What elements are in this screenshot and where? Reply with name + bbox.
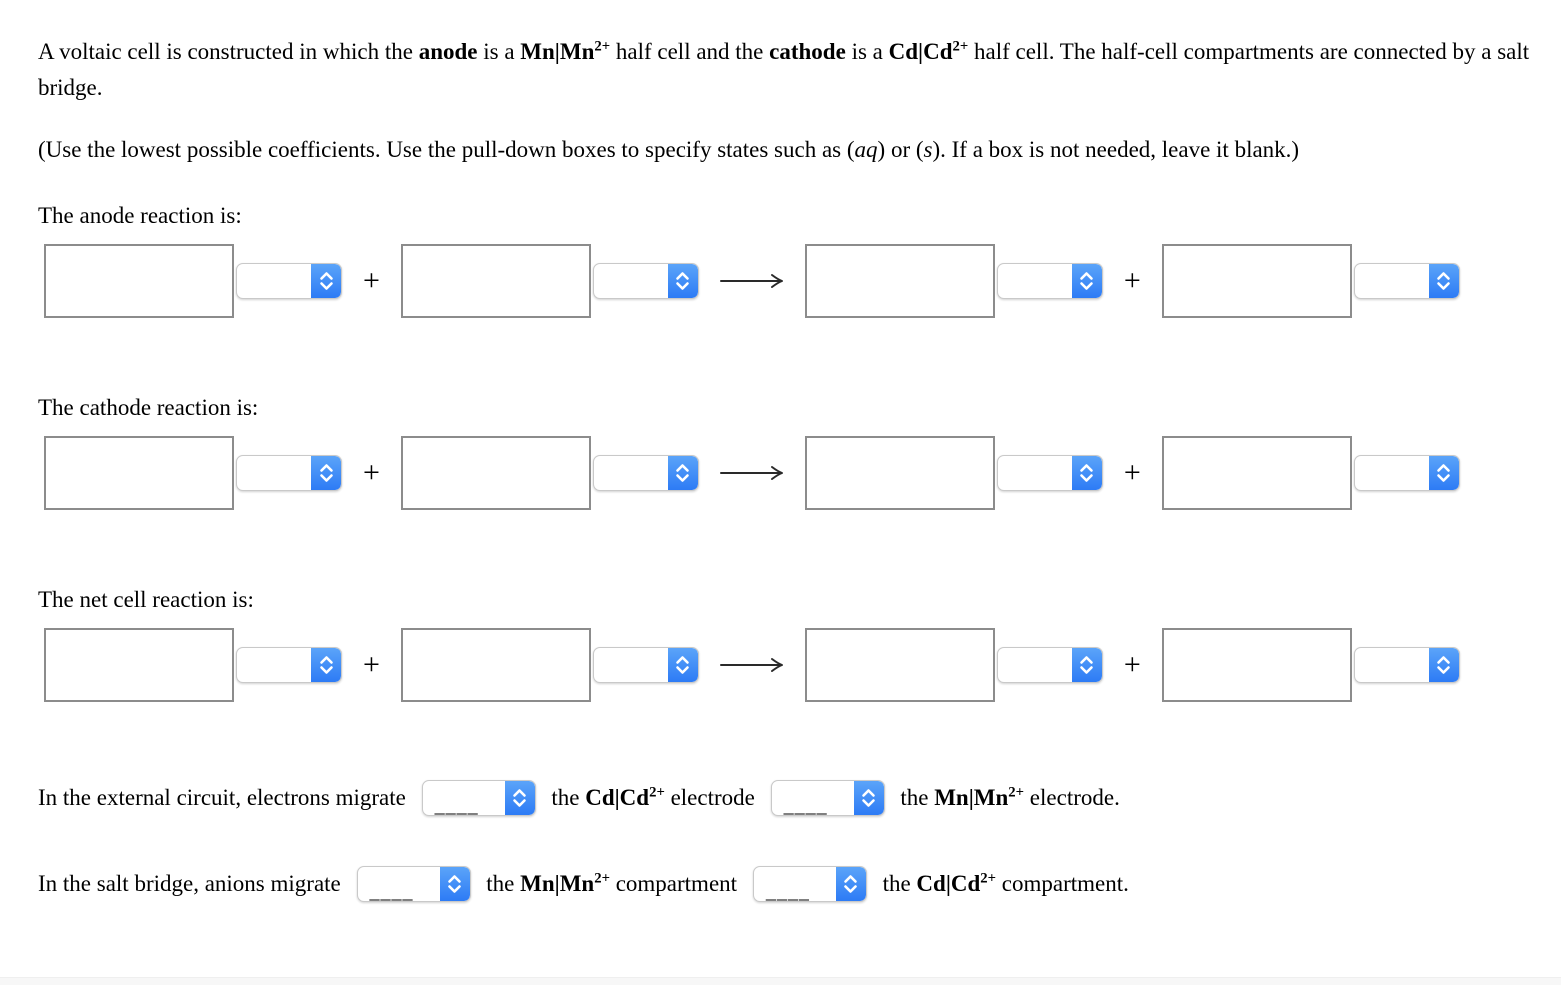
select-value: [998, 648, 1072, 682]
plus-sign: +: [1123, 456, 1141, 489]
select-value: [594, 648, 668, 682]
select-value: ____: [765, 880, 810, 901]
cathode-product1-input[interactable]: [804, 436, 995, 510]
sentence-text: In the external circuit, electrons migra…: [38, 785, 406, 810]
anode-product2-state-select[interactable]: [1353, 263, 1460, 299]
select-value: [594, 456, 668, 490]
net-product1-state-select[interactable]: [996, 647, 1103, 683]
question-page: A voltaic cell is constructed in which t…: [38, 38, 1537, 904]
electrons-direction-select-1[interactable]: ____: [421, 779, 536, 816]
cathode-reaction-row: + +: [44, 436, 1537, 510]
stepper-chevrons-icon: [667, 648, 698, 682]
net-reactant2-input[interactable]: [400, 628, 591, 702]
select-value: ____: [369, 880, 414, 901]
anode-reaction-label: The anode reaction is:: [38, 203, 242, 228]
select-value: [998, 456, 1072, 490]
bottom-divider-strip: [0, 977, 1561, 985]
reaction-arrow-icon: [719, 657, 784, 673]
sentence-text: the Mn|Mn2+ compartment: [486, 870, 738, 896]
anode-product1-input[interactable]: [804, 244, 995, 318]
cathode-product2-state-select[interactable]: [1353, 455, 1460, 491]
select-value: [998, 264, 1072, 298]
select-value: [594, 264, 668, 298]
anode-reactant2-input[interactable]: [400, 244, 591, 318]
anions-direction-select-1[interactable]: ____: [356, 865, 471, 902]
reaction-arrow-icon: [719, 465, 784, 481]
anode-reactant2-state-select[interactable]: [592, 263, 699, 299]
select-value: ____: [434, 794, 479, 815]
stepper-chevrons-icon: [1071, 264, 1102, 298]
cathode-product1-state-select[interactable]: [996, 455, 1103, 491]
anode-reactant1-input[interactable]: [44, 244, 234, 318]
stepper-chevrons-icon: [667, 264, 698, 298]
select-value: [237, 264, 311, 298]
select-value: [1355, 648, 1429, 682]
salt-bridge-sentence: In the salt bridge, anions migrate ____ …: [38, 864, 1537, 904]
anode-product2-input[interactable]: [1161, 244, 1352, 318]
net-reactant2-state-select[interactable]: [592, 647, 699, 683]
stepper-chevrons-icon: [1428, 456, 1459, 490]
select-value: [1355, 456, 1429, 490]
stepper-chevrons-icon: [311, 264, 341, 298]
net-product1-input[interactable]: [804, 628, 995, 702]
cathode-product2-input[interactable]: [1161, 436, 1352, 510]
stepper-chevrons-icon: [311, 456, 341, 490]
external-circuit-sentence: In the external circuit, electrons migra…: [38, 778, 1537, 818]
sentence-text: the Cd|Cd2+ compartment.: [882, 870, 1129, 896]
plus-sign: +: [363, 456, 380, 489]
sentence-text: In the salt bridge, anions migrate: [38, 871, 341, 896]
stepper-chevrons-icon: [1071, 456, 1102, 490]
select-value: [1355, 264, 1429, 298]
stepper-chevrons-icon: [311, 648, 341, 682]
plus-sign: +: [363, 264, 380, 297]
stepper-chevrons-icon: [439, 866, 470, 901]
cathode-reactant1-state-select[interactable]: [236, 455, 342, 491]
net-cell-reaction-row: + +: [44, 628, 1537, 702]
stepper-chevrons-icon: [1071, 648, 1102, 682]
question-intro-paragraph: A voltaic cell is constructed in which t…: [38, 38, 1530, 100]
sentence-text: the Cd|Cd2+ electrode: [551, 784, 755, 810]
select-value: [237, 648, 311, 682]
plus-sign: +: [1123, 264, 1141, 297]
stepper-chevrons-icon: [667, 456, 698, 490]
anode-reactant1-state-select[interactable]: [236, 263, 342, 299]
net-reactant1-input[interactable]: [44, 628, 234, 702]
select-value: ____: [783, 794, 828, 815]
net-cell-reaction-label: The net cell reaction is:: [38, 587, 254, 612]
select-value: [237, 456, 311, 490]
anode-product1-state-select[interactable]: [996, 263, 1103, 299]
cathode-reaction-label: The cathode reaction is:: [38, 395, 259, 420]
stepper-chevrons-icon: [853, 780, 884, 815]
cathode-reactant2-input[interactable]: [400, 436, 591, 510]
plus-sign: +: [1123, 648, 1141, 681]
stepper-chevrons-icon: [835, 866, 866, 901]
plus-sign: +: [363, 648, 380, 681]
stepper-chevrons-icon: [1428, 648, 1459, 682]
anions-direction-select-2[interactable]: ____: [752, 865, 867, 902]
reaction-arrow-icon: [719, 273, 784, 289]
electrons-direction-select-2[interactable]: ____: [770, 779, 885, 816]
net-product2-input[interactable]: [1161, 628, 1352, 702]
stepper-chevrons-icon: [504, 780, 535, 815]
sentence-text: the Mn|Mn2+ electrode.: [900, 784, 1120, 810]
anode-reaction-row: + +: [44, 244, 1537, 318]
cathode-reactant2-state-select[interactable]: [592, 455, 699, 491]
cathode-reactant1-input[interactable]: [44, 436, 234, 510]
net-reactant1-state-select[interactable]: [236, 647, 342, 683]
question-instructions-paragraph: (Use the lowest possible coefficients. U…: [38, 137, 1300, 162]
net-product2-state-select[interactable]: [1353, 647, 1460, 683]
stepper-chevrons-icon: [1428, 264, 1459, 298]
